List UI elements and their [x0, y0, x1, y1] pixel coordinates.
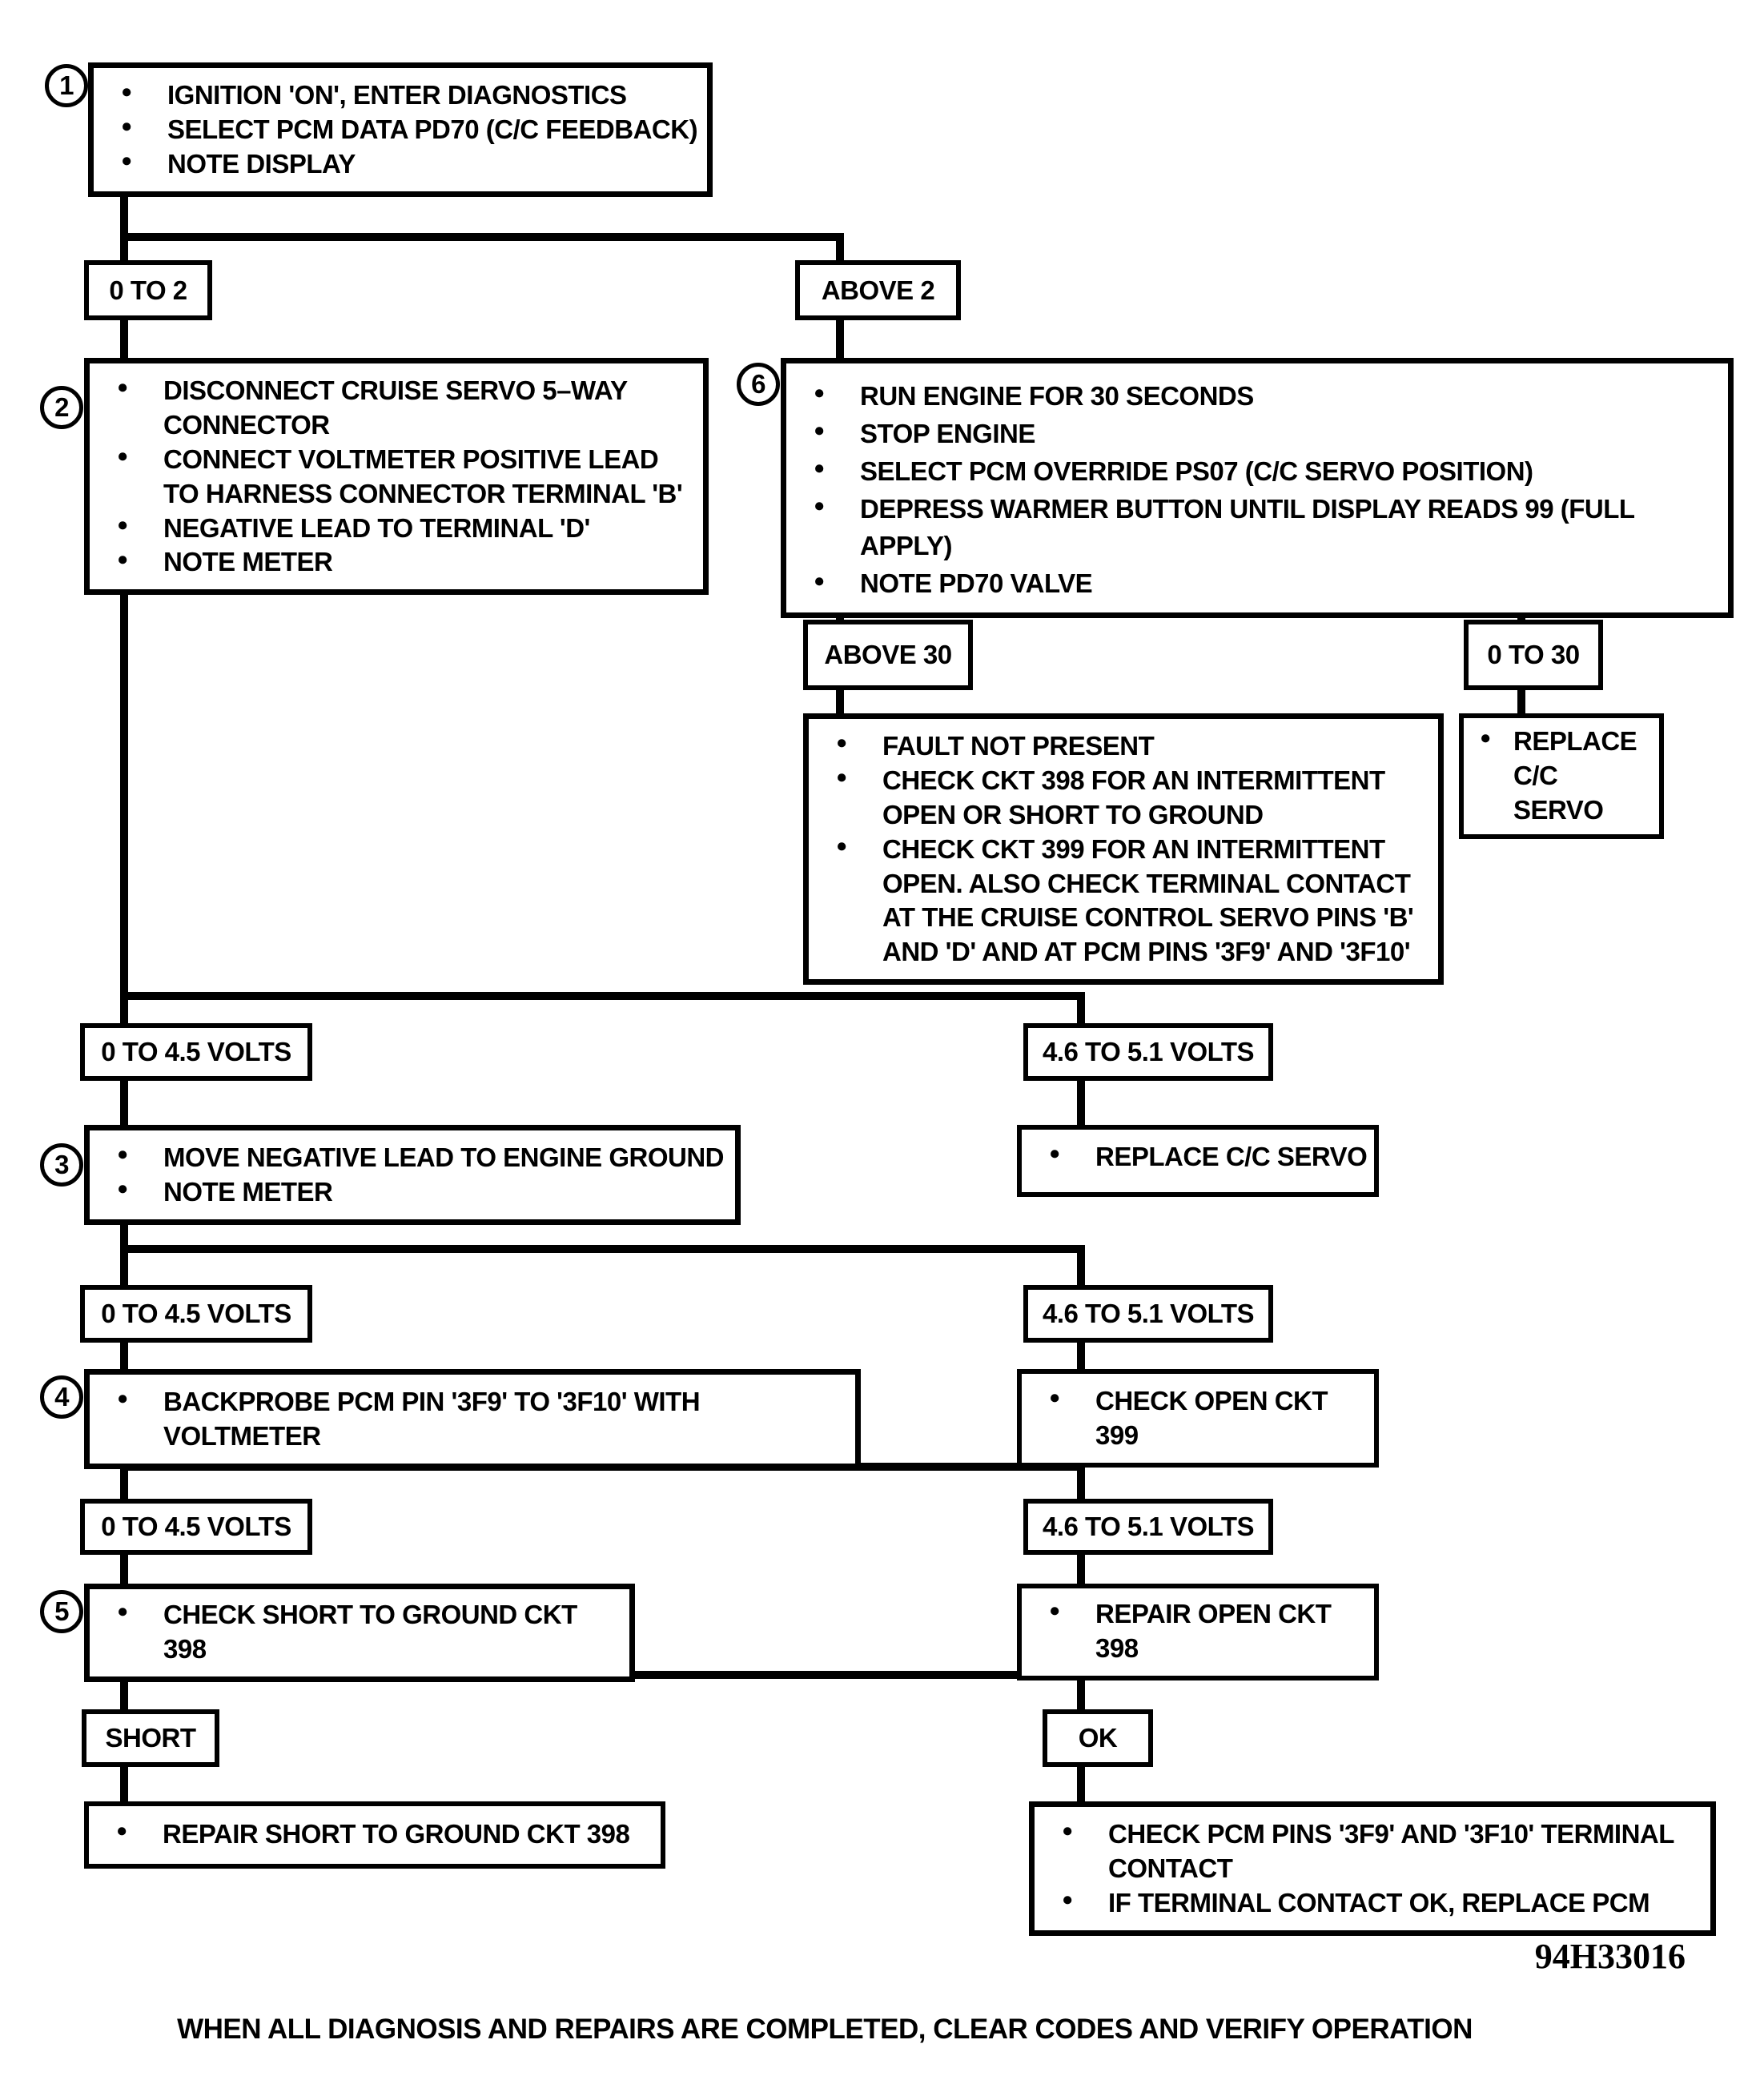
bullet-item: SELECT PCM OVERRIDE PS07 (C/C SERVO POSI…: [786, 453, 1722, 491]
step-2-number-circle: 2: [40, 386, 83, 429]
result-check-pcm-pins-box: CHECK PCM PINS '3F9' AND '3F10' TERMINAL…: [1029, 1801, 1716, 1936]
step-1-box: IGNITION 'ON', ENTER DIAGNOSTICS SELECT …: [88, 62, 713, 197]
bullet-item: REPAIR OPEN CKT 398: [1022, 1597, 1368, 1666]
bullet-item: CHECK PCM PINS '3F9' AND '3F10' TERMINAL…: [1035, 1817, 1704, 1886]
bullet-item: REPAIR SHORT TO GROUND CKT 398: [89, 1817, 654, 1852]
result-bullets: REPLACE C/C SERVO: [1464, 718, 1659, 834]
step-2-box: DISCONNECT CRUISE SERVO 5–WAY CONNECTOR …: [84, 358, 709, 596]
branch-label-0-to-4-5-volts-1: 0 TO 4.5 VOLTS: [80, 1023, 312, 1081]
branch-label-short: SHORT: [82, 1709, 219, 1767]
figure-reference-code: 94H33016: [1534, 1937, 1686, 1976]
step-6-bullets: RUN ENGINE FOR 30 SECONDS STOP ENGINE SE…: [786, 363, 1728, 612]
result-bullets: REPLACE C/C SERVO: [1022, 1130, 1374, 1184]
bullet-item: NOTE METER: [90, 545, 697, 580]
branch-label-above-30: ABOVE 30: [803, 620, 973, 690]
bullet-item: CHECK SHORT TO GROUND CKT 398: [90, 1598, 623, 1667]
bullet-item: CHECK CKT 399 FOR AN INTERMITTENT OPEN. …: [809, 833, 1432, 970]
branch-label-0-to-30: 0 TO 30: [1464, 620, 1603, 690]
branch-label-text: 0 TO 30: [1487, 640, 1580, 669]
step-number: 6: [751, 369, 765, 399]
bullet-item: CHECK CKT 398 FOR AN INTERMITTENT OPEN O…: [809, 764, 1432, 833]
step-4-box: BACKPROBE PCM PIN '3F9' TO '3F10' WITH V…: [84, 1369, 861, 1469]
bullet-item: BACKPROBE PCM PIN '3F9' TO '3F10' WITH V…: [90, 1385, 849, 1454]
step-2-bullets: DISCONNECT CRUISE SERVO 5–WAY CONNECTOR …: [90, 363, 703, 589]
footer-note: WHEN ALL DIAGNOSIS AND REPAIRS ARE COMPL…: [177, 2014, 1473, 2045]
bullet-item: NOTE PD70 VALVE: [786, 565, 1722, 603]
branch-label-0-to-4-5-volts-3: 0 TO 4.5 VOLTS: [80, 1499, 312, 1555]
result-replace-servo-box: REPLACE C/C SERVO: [1017, 1125, 1379, 1197]
branch-label-text: 0 TO 2: [109, 275, 187, 305]
branch-label-4-6-to-5-1-volts-3: 4.6 TO 5.1 VOLTS: [1023, 1499, 1273, 1555]
step-6-box: RUN ENGINE FOR 30 SECONDS STOP ENGINE SE…: [781, 358, 1734, 619]
step-number: 5: [54, 1596, 69, 1626]
branch-label-text: 4.6 TO 5.1 VOLTS: [1042, 1512, 1255, 1541]
bullet-item: NOTE METER: [90, 1175, 729, 1210]
branch-label-4-6-to-5-1-volts-1: 4.6 TO 5.1 VOLTS: [1023, 1023, 1273, 1081]
bullet-item: IF TERMINAL CONTACT OK, REPLACE PCM: [1035, 1886, 1704, 1921]
bullet-item: FAULT NOT PRESENT: [809, 729, 1432, 764]
result-bullets: REPAIR SHORT TO GROUND CKT 398: [89, 1806, 661, 1861]
bullet-item: STOP ENGINE: [786, 416, 1722, 453]
step-4-bullets: BACKPROBE PCM PIN '3F9' TO '3F10' WITH V…: [90, 1375, 855, 1464]
step-1-number-circle: 1: [45, 64, 88, 107]
branch-label-text: 4.6 TO 5.1 VOLTS: [1042, 1299, 1255, 1328]
bullet-item: MOVE NEGATIVE LEAD TO ENGINE GROUND: [90, 1141, 729, 1175]
result-check-open-399-box: CHECK OPEN CKT 399: [1017, 1369, 1379, 1468]
bullet-item: REPLACE C/C SERVO: [1022, 1140, 1368, 1175]
branch-label-text: 4.6 TO 5.1 VOLTS: [1042, 1037, 1255, 1066]
bullet-item: RUN ENGINE FOR 30 SECONDS: [786, 378, 1722, 416]
result-fault-not-present-box: FAULT NOT PRESENT CHECK CKT 398 FOR AN I…: [803, 713, 1444, 986]
step-number: 3: [54, 1150, 69, 1179]
bullet-item: DEPRESS WARMER BUTTON UNTIL DISPLAY READ…: [786, 491, 1722, 566]
branch-label-text: SHORT: [105, 1723, 197, 1753]
branch-label-4-6-to-5-1-volts-2: 4.6 TO 5.1 VOLTS: [1023, 1285, 1273, 1343]
branch-label-text: ABOVE 30: [824, 640, 952, 669]
branch-label-above-2: ABOVE 2: [795, 260, 961, 320]
result-bullets: FAULT NOT PRESENT CHECK CKT 398 FOR AN I…: [809, 719, 1438, 979]
step-3-bullets: MOVE NEGATIVE LEAD TO ENGINE GROUND NOTE…: [90, 1130, 735, 1219]
branch-label-text: 0 TO 4.5 VOLTS: [101, 1299, 291, 1328]
branch-label-0-to-4-5-volts-2: 0 TO 4.5 VOLTS: [80, 1285, 312, 1343]
bullet-item: NEGATIVE LEAD TO TERMINAL 'D': [90, 512, 697, 546]
result-replace-servo-narrow-box: REPLACE C/C SERVO: [1459, 713, 1664, 839]
step-5-bullets: CHECK SHORT TO GROUND CKT 398: [90, 1589, 629, 1676]
bullet-item: CHECK OPEN CKT 399: [1022, 1384, 1368, 1453]
step-number: 1: [59, 70, 74, 100]
branch-label-0-to-2: 0 TO 2: [84, 260, 212, 320]
result-bullets: CHECK PCM PINS '3F9' AND '3F10' TERMINAL…: [1035, 1807, 1710, 1930]
bullet-item: DISCONNECT CRUISE SERVO 5–WAY CONNECTOR: [90, 374, 697, 443]
step-3-box: MOVE NEGATIVE LEAD TO ENGINE GROUND NOTE…: [84, 1125, 741, 1225]
step-6-number-circle: 6: [737, 363, 780, 406]
bullet-item: CONNECT VOLTMETER POSITIVE LEAD TO HARNE…: [90, 443, 697, 512]
step-number: 2: [54, 392, 69, 422]
result-bullets: CHECK OPEN CKT 399: [1022, 1374, 1374, 1463]
branch-label-text: ABOVE 2: [821, 275, 935, 305]
result-repair-short-398-box: REPAIR SHORT TO GROUND CKT 398: [84, 1801, 665, 1869]
bullet-item: SELECT PCM DATA PD70 (C/C FEEDBACK): [94, 113, 701, 147]
branch-label-text: 0 TO 4.5 VOLTS: [101, 1512, 291, 1541]
step-4-number-circle: 4: [40, 1375, 83, 1419]
step-number: 4: [54, 1382, 69, 1411]
step-3-number-circle: 3: [40, 1143, 83, 1187]
bullet-item: IGNITION 'ON', ENTER DIAGNOSTICS: [94, 78, 701, 113]
branch-label-text: OK: [1078, 1723, 1118, 1753]
branch-label-ok: OK: [1043, 1709, 1153, 1767]
step-5-box: CHECK SHORT TO GROUND CKT 398: [84, 1584, 635, 1682]
result-repair-open-398-box: REPAIR OPEN CKT 398: [1017, 1584, 1379, 1680]
bullet-item: NOTE DISPLAY: [94, 147, 701, 182]
result-bullets: REPAIR OPEN CKT 398: [1022, 1588, 1374, 1676]
step-5-number-circle: 5: [40, 1590, 83, 1633]
step-1-bullets: IGNITION 'ON', ENTER DIAGNOSTICS SELECT …: [94, 68, 707, 191]
bullet-item: REPLACE C/C SERVO: [1464, 725, 1653, 828]
branch-label-text: 0 TO 4.5 VOLTS: [101, 1037, 291, 1066]
